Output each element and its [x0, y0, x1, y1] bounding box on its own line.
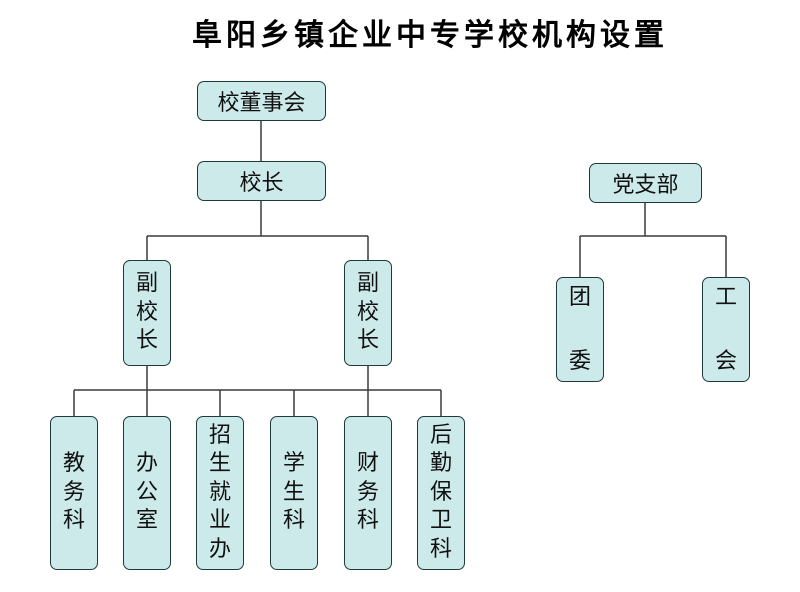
diagram-title: 阜阳乡镇企业中专学校机构设置 — [192, 18, 668, 53]
department-box: 学生科 — [270, 416, 318, 570]
department-box: 财务科 — [344, 416, 392, 570]
department-box: 后勤保卫科 — [417, 416, 465, 570]
vice-principal-box: 副校长 — [123, 260, 171, 366]
party-branch-box: 党支部 — [589, 163, 702, 203]
board-of-directors-box: 校董事会 — [197, 81, 326, 121]
trade-union-box: 工会 — [702, 277, 750, 382]
vice-principal-box: 副校长 — [344, 260, 392, 366]
department-box: 招生就业办 — [196, 416, 244, 570]
youth-league-box: 团委 — [556, 277, 604, 382]
principal-box: 校长 — [197, 161, 326, 201]
department-box: 办公室 — [123, 416, 171, 570]
department-box: 教务科 — [50, 416, 98, 570]
